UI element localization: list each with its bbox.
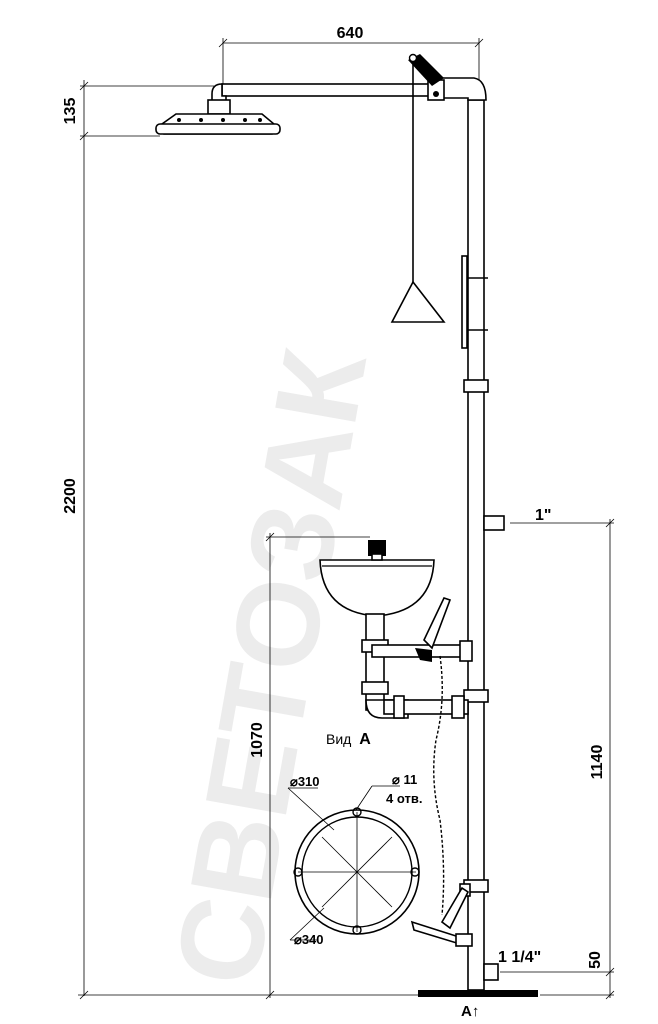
pull-handle-triangle [390, 280, 446, 323]
hole-count-label: 4 отв. [386, 791, 422, 806]
labels: 640 135 2200 1" 1070 1140 1 1/4" 50 Вид … [62, 25, 606, 1020]
shower-assembly [155, 53, 505, 991]
dim-basin-height: 1070 [249, 722, 266, 758]
eyewash-assembly [319, 540, 538, 997]
view-a-title: Вид A [326, 731, 371, 748]
dim-arm-length: 640 [337, 25, 364, 42]
dim-inlet-size: 1" [535, 507, 551, 524]
view-marker: A↑ [461, 1003, 479, 1020]
pull-chain [433, 655, 445, 916]
dim-drain-height: 50 [587, 951, 604, 969]
hole-diameter-label: ⌀ 11 [392, 772, 417, 787]
outer-diameter-label: ⌀340 [294, 932, 324, 947]
watermark: СВЕТОЗАК [151, 339, 393, 994]
bolt-circle-label: ⌀310 [290, 774, 320, 789]
view-a-plate [287, 785, 420, 941]
dim-total-height: 2200 [62, 478, 79, 514]
watermark-text: СВЕТОЗАК [151, 339, 393, 994]
dim-inlet-height: 1140 [589, 745, 606, 780]
dim-drain-size: 1 1/4" [498, 949, 541, 966]
dim-head-height: 135 [62, 98, 79, 125]
dimension-lines [78, 38, 615, 1000]
floor-plate [418, 990, 538, 997]
